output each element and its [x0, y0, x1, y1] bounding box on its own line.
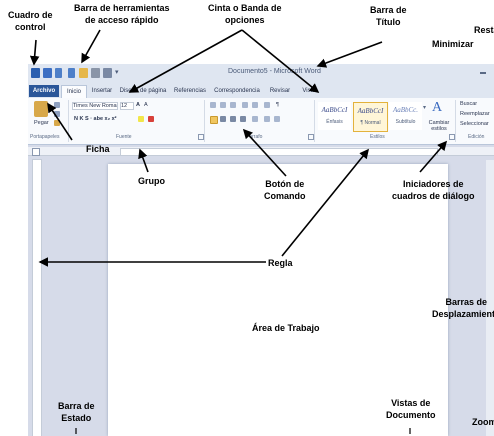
- bullets-icon[interactable]: [210, 102, 216, 108]
- paste-button[interactable]: Pegar: [34, 120, 49, 126]
- change-styles-button[interactable]: Cambiar estilos: [428, 120, 450, 132]
- format-painter-icon[interactable]: [54, 120, 60, 126]
- label-regla: Regla: [268, 258, 293, 268]
- decrease-indent-icon[interactable]: [242, 102, 248, 108]
- show-marks-icon[interactable]: ¶: [276, 102, 279, 108]
- paragraph-dialog-launcher-icon[interactable]: [308, 134, 314, 140]
- replace-button[interactable]: Reemplazar: [460, 111, 490, 117]
- style-normal[interactable]: AaBbCcI ¶ Normal: [353, 102, 388, 132]
- ribbon-tabs: Archivo Inicio Insertar Diseño de página…: [28, 84, 494, 98]
- vertical-scrollbar[interactable]: [486, 160, 494, 436]
- grow-font-button[interactable]: A: [136, 102, 140, 108]
- find-button[interactable]: Buscar: [460, 101, 478, 107]
- align-right-icon[interactable]: [230, 116, 236, 122]
- separator: [314, 100, 315, 142]
- cut-icon[interactable]: [54, 102, 60, 108]
- font-size-select[interactable]: 12: [120, 102, 134, 110]
- select-button[interactable]: Seleccionar: [460, 121, 489, 127]
- group-label-edicion: Edición: [468, 134, 485, 140]
- quick-print-icon[interactable]: [91, 68, 100, 78]
- document-page[interactable]: [108, 164, 448, 436]
- group-label-fuente: Fuente: [116, 134, 132, 140]
- label-area-trabajo: Área de Trabajo: [252, 323, 320, 333]
- font-dialog-launcher-icon[interactable]: [198, 134, 204, 140]
- style-sample: AaBbCcI: [357, 107, 384, 115]
- justify-icon[interactable]: [240, 116, 246, 122]
- style-name: Subtítulo: [395, 119, 416, 125]
- label-zoom: Zoom: [472, 417, 494, 427]
- label-ficha: Ficha: [86, 144, 110, 154]
- ruler-toggle-icon[interactable]: [32, 148, 40, 156]
- qat-customize-icon[interactable]: ▾: [115, 69, 119, 76]
- tab-diseno-pagina[interactable]: Diseño de página: [119, 88, 167, 94]
- label-restaurar: Resta: [474, 25, 494, 35]
- highlight-color-icon[interactable]: [138, 116, 144, 122]
- open-folder-icon[interactable]: [79, 68, 88, 78]
- style-sample: AaBbCcI: [321, 106, 348, 114]
- font-color-icon[interactable]: [148, 116, 154, 122]
- style-name: ¶ Normal: [360, 120, 381, 126]
- increase-indent-icon[interactable]: [252, 102, 258, 108]
- save-icon[interactable]: [43, 68, 52, 78]
- tab-archivo[interactable]: Archivo: [29, 85, 59, 97]
- minimize-icon[interactable]: [480, 72, 486, 74]
- tab-insertar[interactable]: Insertar: [91, 88, 113, 94]
- align-left-icon[interactable]: [210, 116, 218, 124]
- group-label-estilos: Estilos: [370, 134, 385, 140]
- redo-icon[interactable]: [68, 68, 75, 78]
- tab-correspondencia[interactable]: Correspondencia: [214, 88, 260, 94]
- numbering-icon[interactable]: [220, 102, 226, 108]
- font-format-row[interactable]: N K S · abe x₂ x²: [74, 116, 117, 122]
- separator: [455, 100, 456, 142]
- window-title: Documento5 - Microsoft Word: [228, 68, 321, 75]
- tab-inicio[interactable]: Inicio: [61, 85, 87, 98]
- copy-icon[interactable]: [54, 111, 60, 117]
- shrink-font-button[interactable]: A: [144, 102, 148, 108]
- undo-icon[interactable]: [55, 68, 62, 78]
- vertical-ruler[interactable]: [32, 159, 42, 436]
- font-name-select[interactable]: Times New Roman: [72, 102, 118, 110]
- style-name: Énfasis: [326, 119, 343, 125]
- group-label-parrafo: Párrafo: [246, 134, 263, 140]
- tab-revisar[interactable]: Revisar: [269, 88, 291, 94]
- styles-dialog-launcher-icon[interactable]: [449, 134, 455, 140]
- paste-icon[interactable]: [34, 101, 48, 117]
- line-spacing-icon[interactable]: [252, 116, 258, 122]
- style-emphasis[interactable]: AaBbCcI Énfasis: [318, 102, 351, 130]
- style-sample: AaBbCc.: [392, 106, 419, 114]
- ribbon: Pegar Portapapeles Times New Roman 12 A …: [28, 98, 494, 145]
- tab-referencias[interactable]: Referencias: [173, 88, 206, 94]
- separator: [68, 100, 69, 142]
- separator: [204, 100, 205, 142]
- word-window: ▾ Documento5 - Microsoft Word Archivo In…: [28, 64, 494, 436]
- align-center-icon[interactable]: [220, 116, 226, 122]
- multilevel-icon[interactable]: [230, 102, 236, 108]
- borders-icon[interactable]: [274, 116, 280, 122]
- label-grupo: Grupo: [138, 176, 165, 186]
- style-subtitle[interactable]: AaBbCc. Subtítulo: [389, 102, 422, 130]
- sort-icon[interactable]: [264, 102, 270, 108]
- word-control-icon[interactable]: [31, 68, 40, 78]
- group-label-portapapeles: Portapapeles: [30, 134, 60, 140]
- shading-icon[interactable]: [264, 116, 270, 122]
- styles-more-icon[interactable]: ▾: [423, 105, 427, 111]
- change-styles-icon[interactable]: A: [432, 100, 443, 115]
- label-minimizar: Minimizar: [432, 39, 474, 49]
- print-preview-icon[interactable]: [103, 68, 112, 78]
